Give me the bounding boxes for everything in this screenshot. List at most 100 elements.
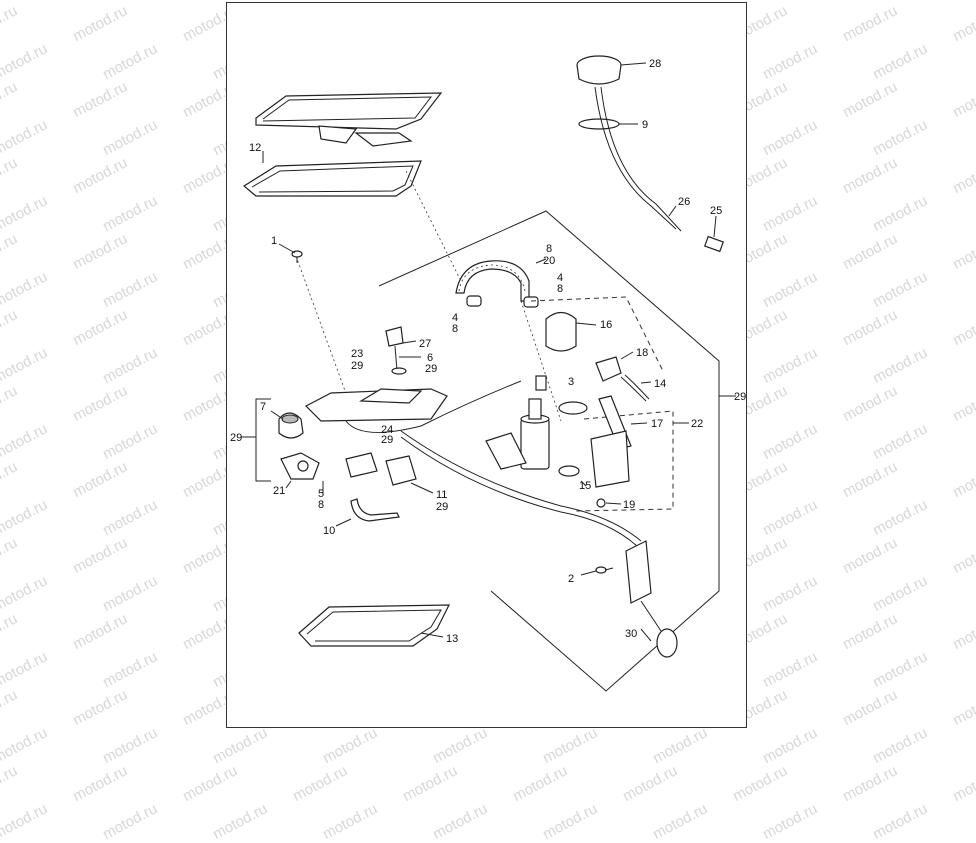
coupler bbox=[345, 452, 417, 486]
watermark-text: motod.ru bbox=[840, 154, 901, 198]
callout-10: 10 bbox=[323, 525, 335, 537]
watermark-text: motod.ru bbox=[0, 724, 51, 768]
parts-diagram-frame: 28 9 26 25 12 1 8 20 4 8 4 8 16 27 23 29… bbox=[226, 2, 747, 728]
watermark-text: motod.ru bbox=[0, 230, 21, 274]
callout-16: 16 bbox=[600, 319, 612, 331]
callout-8a: 8 bbox=[546, 243, 552, 255]
callout-11: 11 bbox=[436, 489, 447, 501]
watermark-text: motod.ru bbox=[760, 268, 821, 312]
watermark-text: motod.ru bbox=[0, 382, 21, 426]
watermark-text: motod.ru bbox=[650, 800, 711, 843]
watermark-text: motod.ru bbox=[870, 40, 931, 84]
callout-3: 3 bbox=[568, 376, 574, 388]
watermark-text: motod.ru bbox=[870, 344, 931, 388]
top-cover-plate bbox=[255, 92, 443, 147]
watermark-text: motod.ru bbox=[840, 78, 901, 122]
watermark-text: motod.ru bbox=[870, 572, 931, 616]
watermark-text: motod.ru bbox=[840, 534, 901, 578]
callout-19: 19 bbox=[623, 499, 635, 511]
watermark-text: motod.ru bbox=[100, 648, 161, 692]
watermark-text: motod.ru bbox=[870, 420, 931, 464]
watermark-text: motod.ru bbox=[620, 762, 681, 806]
watermark-text: motod.ru bbox=[0, 610, 21, 654]
watermark-text: motod.ru bbox=[0, 496, 51, 540]
callout-29b: 29 bbox=[425, 363, 437, 375]
callout-1: 1 bbox=[271, 235, 277, 247]
watermark-text: motod.ru bbox=[290, 762, 351, 806]
watermark-text: motod.ru bbox=[950, 534, 976, 578]
watermark-text: motod.ru bbox=[0, 40, 51, 84]
watermark-text: motod.ru bbox=[950, 686, 976, 730]
watermark-text: motod.ru bbox=[430, 724, 491, 768]
fuel-hose-20 bbox=[455, 260, 539, 308]
watermark-text: motod.ru bbox=[100, 724, 161, 768]
callout-28: 28 bbox=[649, 58, 661, 70]
watermark-text: motod.ru bbox=[540, 800, 601, 843]
callout-21: 21 bbox=[273, 485, 285, 497]
valve-21 bbox=[280, 452, 320, 480]
watermark-text: motod.ru bbox=[430, 800, 491, 843]
watermark-text: motod.ru bbox=[870, 192, 931, 236]
watermark-text: motod.ru bbox=[320, 724, 381, 768]
watermark-text: motod.ru bbox=[210, 724, 271, 768]
watermark-text: motod.ru bbox=[950, 382, 976, 426]
watermark-text: motod.ru bbox=[70, 306, 131, 350]
watermark-text: motod.ru bbox=[840, 2, 901, 46]
watermark-text: motod.ru bbox=[0, 534, 21, 578]
watermark-text: motod.ru bbox=[100, 116, 161, 160]
watermark-text: motod.ru bbox=[100, 572, 161, 616]
watermark-text: motod.ru bbox=[70, 230, 131, 274]
watermark-text: motod.ru bbox=[400, 762, 461, 806]
watermark-text: motod.ru bbox=[0, 154, 21, 198]
watermark-text: motod.ru bbox=[70, 382, 131, 426]
watermark-text: motod.ru bbox=[870, 724, 931, 768]
callout-29a: 29 bbox=[351, 360, 363, 372]
hose-10 bbox=[350, 498, 400, 522]
watermark-text: motod.ru bbox=[760, 572, 821, 616]
watermark-text: motod.ru bbox=[950, 230, 976, 274]
watermark-text: motod.ru bbox=[70, 2, 131, 46]
watermark-text: motod.ru bbox=[0, 458, 21, 502]
callout-8b: 8 bbox=[557, 283, 563, 295]
float-arm-18 bbox=[595, 356, 650, 402]
callout-labels: 28 9 26 25 12 1 8 20 4 8 4 8 16 27 23 29… bbox=[230, 58, 746, 645]
watermark-text: motod.ru bbox=[70, 78, 131, 122]
watermark-text: motod.ru bbox=[0, 116, 51, 160]
callout-12: 12 bbox=[249, 142, 261, 154]
callout-4b: 4 bbox=[452, 312, 458, 324]
watermark-text: motod.ru bbox=[210, 800, 271, 843]
watermark-text: motod.ru bbox=[0, 762, 21, 806]
watermark-text: motod.ru bbox=[840, 610, 901, 654]
watermark-text: motod.ru bbox=[540, 724, 601, 768]
callout-7: 7 bbox=[260, 401, 266, 413]
callout-20: 20 bbox=[543, 255, 555, 267]
callout-25: 25 bbox=[710, 205, 722, 217]
watermark-text: motod.ru bbox=[950, 78, 976, 122]
watermark-text: motod.ru bbox=[180, 762, 241, 806]
watermark-text: motod.ru bbox=[950, 610, 976, 654]
watermark-text: motod.ru bbox=[100, 420, 161, 464]
callout-29e: 29 bbox=[230, 432, 242, 444]
callout-9: 9 bbox=[642, 119, 648, 131]
fitting-27 bbox=[385, 326, 407, 375]
screw-2 bbox=[595, 566, 614, 574]
callout-2: 2 bbox=[568, 573, 574, 585]
watermark-text: motod.ru bbox=[0, 686, 21, 730]
watermark-text: motod.ru bbox=[840, 382, 901, 426]
watermark-text: motod.ru bbox=[0, 648, 51, 692]
watermark-text: motod.ru bbox=[950, 306, 976, 350]
callout-29c: 29 bbox=[734, 391, 746, 403]
watermark-text: motod.ru bbox=[870, 496, 931, 540]
watermark-text: motod.ru bbox=[950, 458, 976, 502]
gasket-13 bbox=[298, 604, 450, 647]
filter-3 bbox=[558, 401, 588, 415]
callout-24: 24 bbox=[381, 424, 393, 436]
watermark-text: motod.ru bbox=[760, 344, 821, 388]
watermark-text: motod.ru bbox=[840, 686, 901, 730]
watermark-text: motod.ru bbox=[100, 192, 161, 236]
watermark-text: motod.ru bbox=[760, 496, 821, 540]
sender-bracket-17 bbox=[558, 395, 674, 512]
watermark-text: motod.ru bbox=[760, 420, 821, 464]
watermark-text: motod.ru bbox=[70, 686, 131, 730]
watermark-text: motod.ru bbox=[950, 154, 976, 198]
